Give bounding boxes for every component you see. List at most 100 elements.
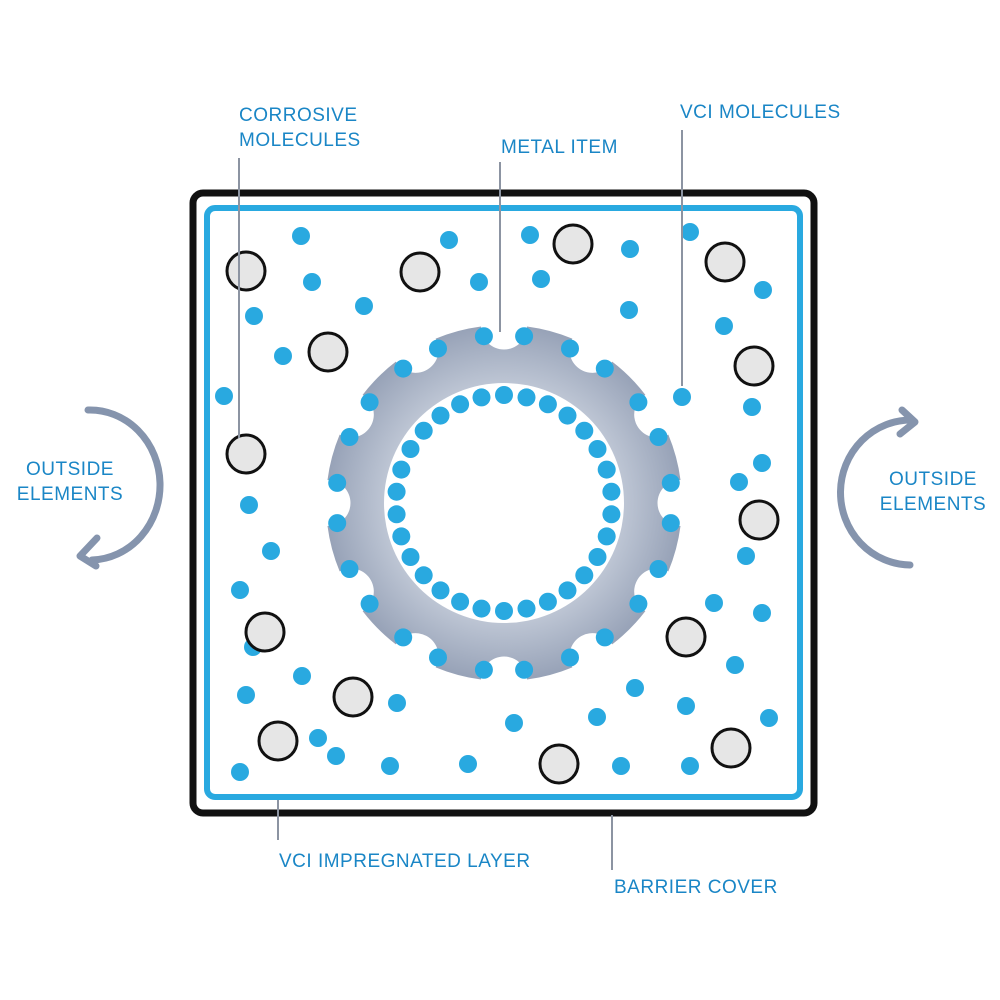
corrosive-molecule-circle (552, 223, 594, 265)
vci-molecule-dot (730, 473, 748, 491)
vci-molecule-dot (292, 227, 310, 245)
vci-molecule-dot (381, 757, 399, 775)
vci-molecule-dot (394, 359, 413, 378)
corrosive-molecule-circle (307, 331, 349, 373)
vci-molecule-dot (245, 307, 263, 325)
vci-molecule-dot (602, 482, 621, 501)
vci-molecule-dot (274, 347, 292, 365)
vci-molecule-dot (387, 482, 406, 501)
vci-molecule-dot (588, 708, 606, 726)
vci-molecule-dot (451, 395, 470, 414)
vci-molecule-dot (414, 566, 433, 585)
vci-molecule-dot (673, 388, 691, 406)
corrosive-label-line2: MOLECULES (239, 130, 361, 151)
vci-molecule-dot (661, 514, 680, 533)
vci-molecule-dot (431, 581, 450, 600)
vci-molecule-dot (681, 757, 699, 775)
vci-molecule-dot (602, 505, 621, 524)
vci-molecule-dot (431, 406, 450, 425)
vci-molecule-dot (495, 386, 513, 404)
vci-molecule-dot (215, 387, 233, 405)
vci-molecule-dot (743, 398, 761, 416)
vci-molecule-dot (474, 327, 493, 346)
vci-molecule-dot (387, 505, 406, 524)
vci-molecule-dot (621, 240, 639, 258)
vci-molecule-dot (392, 527, 411, 546)
vci-molecule-dot (561, 339, 579, 358)
vci-molecule-dot (649, 428, 668, 446)
vci-molecule-dot (597, 527, 616, 546)
vci-impregnated-layer (204, 205, 803, 800)
vci-molecule-dot (327, 747, 345, 765)
corrosive-molecules-label: CORROSIVE MOLECULES (239, 103, 361, 153)
vci-molecule-dot (515, 660, 534, 679)
vci-molecule-dot (472, 599, 491, 618)
corrosive-molecule-circle (665, 616, 707, 658)
corrosive-molecule-circle (704, 241, 746, 283)
vci-molecule-dot (392, 460, 411, 479)
vci-molecule-dot (753, 604, 771, 622)
vci-molecule-dot (575, 566, 594, 585)
outside-right-line1: OUTSIDE (889, 469, 977, 490)
vci-molecule-dot (388, 694, 406, 712)
outside-left-line2: ELEMENTS (16, 484, 124, 505)
vci-molecule-dot (231, 581, 249, 599)
curved-arrow-counterclockwise-icon (76, 406, 164, 570)
vci-molecule-dot (661, 473, 680, 492)
vci-molecule-dot (401, 440, 420, 458)
vci-molecule-dot (538, 592, 557, 611)
vci-molecule-dot (558, 581, 577, 600)
vci-molecule-dot (532, 270, 550, 288)
barrier-cover-label: BARRIER COVER (614, 877, 778, 898)
outside-left-line1: OUTSIDE (26, 459, 114, 480)
corrosive-molecule-circle (257, 720, 299, 762)
vci-molecule-dot (340, 560, 359, 578)
corrosive-molecule-circle (710, 727, 752, 769)
vci-molecule-dot (558, 406, 577, 425)
vci-molecule-dot (649, 560, 668, 578)
vci-molecule-dot (705, 594, 723, 612)
curved-arrow-clockwise-icon (837, 406, 919, 569)
barrier-cover (189, 189, 818, 817)
vci-molecule-dot (595, 628, 614, 647)
vci-molecule-dot (620, 301, 638, 319)
corrosive-molecule-circle (538, 743, 580, 785)
vci-molecule-dot (588, 440, 607, 458)
vci-molecule-dot (760, 709, 778, 727)
metal-item-label: METAL ITEM (501, 137, 618, 158)
corrosive-molecules-group (225, 223, 780, 785)
vci-molecule-dot (262, 542, 280, 560)
vci-molecule-dot (595, 359, 614, 378)
corrosive-molecule-circle (733, 345, 775, 387)
corrosive-molecule-circle (332, 676, 374, 718)
corrosive-molecule-circle (738, 499, 780, 541)
vci-molecule-dot (309, 729, 327, 747)
vci-molecule-dot (240, 496, 258, 514)
vci-molecule-dot (538, 395, 557, 414)
vci-molecule-dot (629, 393, 648, 412)
vci-molecule-dot (521, 226, 539, 244)
vci-molecule-dot (588, 548, 607, 566)
vci-molecule-dot (754, 281, 772, 299)
vci-impregnated-layer-label: VCI IMPREGNATED LAYER (279, 851, 531, 872)
vci-molecule-dot (626, 679, 644, 697)
corrosive-molecule-circle (244, 611, 286, 653)
vci-molecule-dot (451, 592, 470, 611)
vci-molecule-dot (355, 297, 373, 315)
vci-molecule-dot (575, 421, 594, 440)
vci-molecule-dot (429, 339, 447, 358)
outside-right-line2: ELEMENTS (879, 494, 987, 515)
vci-molecule-dot (681, 223, 699, 241)
vci-molecule-dot (561, 648, 579, 667)
vci-molecule-dot (231, 763, 249, 781)
vci-molecule-dot (394, 628, 413, 647)
vci-molecule-dot (470, 273, 488, 291)
metal-item-gear (327, 326, 681, 680)
vci-molecule-dot (360, 393, 379, 412)
vci-molecule-dot (677, 697, 695, 715)
vci-molecule-dot (505, 714, 523, 732)
vci-molecule-dot (237, 686, 255, 704)
vci-molecule-dot (515, 327, 534, 346)
vci-molecule-dot (474, 660, 493, 679)
vci-molecule-dot (737, 547, 755, 565)
